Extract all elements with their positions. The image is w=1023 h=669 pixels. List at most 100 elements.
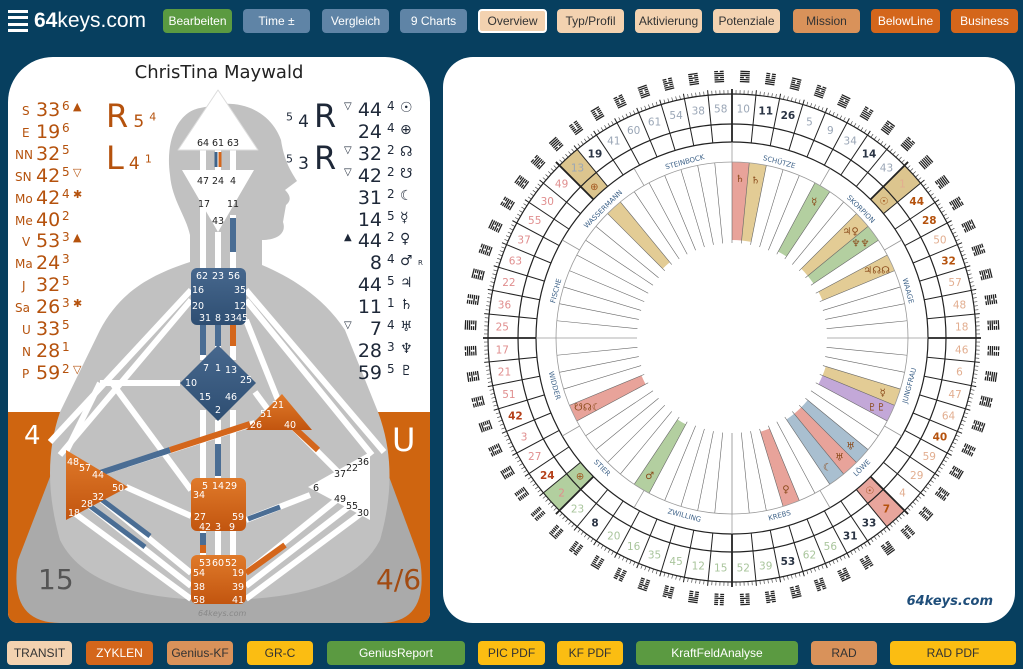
- line-tick: [507, 231, 512, 234]
- logo[interactable]: 64keys.com: [8, 6, 146, 36]
- gate-number: 41: [607, 136, 620, 148]
- nav-button-mission[interactable]: Mission: [793, 9, 860, 33]
- design-activation-row[interactable]: RSa263✱: [8, 296, 102, 318]
- line-tick: [922, 489, 927, 493]
- hexagram-icon: ䷡: [858, 104, 876, 123]
- variable-sub: 5: [286, 110, 293, 124]
- line-tick: [798, 99, 801, 104]
- gate-divider: [636, 518, 658, 569]
- line-tick: [794, 573, 797, 578]
- nav-button-rad[interactable]: RAD: [811, 641, 877, 665]
- hexagram-icon: ䷩: [477, 418, 495, 434]
- line-tick: [699, 92, 701, 97]
- planet-symbol-icon: ♅: [846, 441, 855, 452]
- planet-symbol-icon: ☿: [811, 197, 817, 208]
- line-tick: [907, 165, 911, 169]
- gate-divider: [823, 118, 850, 166]
- nav-button-genius-kf[interactable]: Genius-KF: [167, 641, 233, 665]
- nav-button-aktivierung[interactable]: Aktivierung: [635, 9, 702, 33]
- gate-divider: [894, 199, 940, 230]
- line-tick: [486, 305, 491, 307]
- gate-label: 16: [192, 285, 204, 296]
- line-tick: [532, 190, 537, 193]
- nav-button-time-[interactable]: Time ±: [243, 9, 310, 33]
- line-number: 2: [62, 208, 70, 223]
- line-tick: [941, 210, 945, 213]
- gate-label: 26: [250, 420, 262, 431]
- line-tick: [912, 501, 916, 505]
- nav-button-zyklen[interactable]: ZYKLEN: [86, 641, 153, 665]
- nav-button-kf-pdf[interactable]: KF PDF: [557, 641, 623, 665]
- hexagram-icon: ䷸: [977, 267, 994, 282]
- line-tick: [828, 110, 831, 115]
- nav-button-gr-c[interactable]: GR-C: [247, 641, 313, 665]
- line-number: 1: [387, 296, 395, 311]
- gate-number: 32: [36, 274, 61, 297]
- nav-button-vergleich[interactable]: Vergleich: [322, 9, 389, 33]
- nav-button-bearbeiten[interactable]: Bearbeiten: [163, 9, 232, 33]
- gate-divider: [484, 313, 537, 320]
- line-tick: [504, 239, 509, 242]
- gate-divider: [769, 530, 782, 583]
- nav-button-rad-pdf[interactable]: RAD PDF: [890, 641, 1016, 665]
- nav-button-geniusreport[interactable]: GeniusReport: [327, 641, 465, 665]
- nav-button-kraftfeldanalyse[interactable]: KraftFeldAnalyse: [636, 641, 798, 665]
- nav-button-pic-pdf[interactable]: PIC PDF: [478, 641, 545, 665]
- line-tick: [767, 579, 769, 584]
- nav-button-potenziale[interactable]: Potenziale: [713, 9, 780, 33]
- gate-label: 19: [232, 568, 244, 579]
- line-tick: [501, 246, 506, 249]
- gate-divider: [855, 489, 891, 531]
- line-tick: [644, 105, 647, 110]
- line-tick: [651, 103, 654, 108]
- nav-button-belowline[interactable]: BelowLine: [871, 9, 940, 33]
- nav-button-transit[interactable]: TRANSIT: [7, 641, 72, 665]
- nav-button-business[interactable]: Business: [951, 9, 1018, 33]
- hexagram-icon: ䷑: [985, 319, 1001, 331]
- planet-symbol-icon: ♀: [782, 485, 789, 496]
- gate-divider: [927, 313, 980, 320]
- line-tick: [497, 257, 502, 260]
- line-tick: [939, 206, 943, 210]
- line-tick: [568, 151, 572, 155]
- zodiac-sign-label: FISCHE: [549, 278, 563, 304]
- hexagram-icon: ䷭: [985, 345, 1001, 357]
- planet-symbol-icon: ☋☊☾: [574, 402, 601, 413]
- nav-button-typ-profil[interactable]: Typ/Profil: [557, 9, 624, 33]
- line-tick: [532, 483, 537, 486]
- nav-button-9-charts[interactable]: 9 Charts: [400, 9, 467, 33]
- gate-divider: [927, 356, 980, 363]
- nav-button-overview[interactable]: Overview: [478, 9, 547, 33]
- gate-number: 22: [502, 277, 515, 289]
- gate-label: 30: [357, 508, 369, 519]
- line-tick: [580, 141, 584, 145]
- menu-icon[interactable]: [8, 10, 28, 32]
- gate-label: 13: [225, 365, 237, 376]
